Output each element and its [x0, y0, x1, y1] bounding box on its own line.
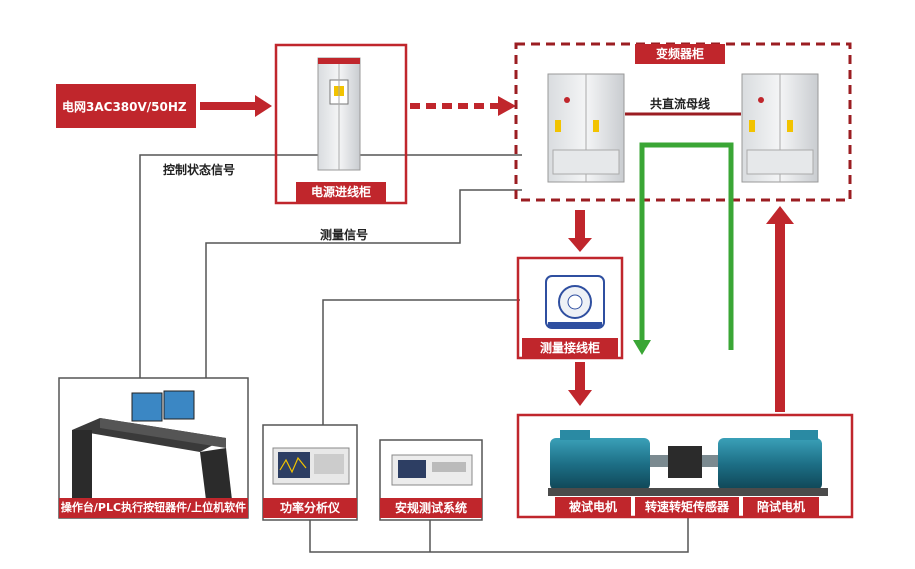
dut-motor-label: 被试电机 — [555, 497, 631, 517]
power-analyzer-label: 功率分析仪 — [263, 498, 357, 518]
console-icon — [72, 390, 232, 500]
measure-cabinet-block — [516, 256, 624, 360]
motor-block — [516, 413, 854, 519]
vfd-icon-2 — [741, 73, 819, 183]
console-block — [58, 377, 249, 519]
signal-wires — [139, 154, 689, 553]
power-to-vfd-arrow — [410, 96, 516, 116]
power-cabinet-label: 电源进线柜 — [296, 182, 386, 202]
vfd-to-measure-arrow — [568, 210, 592, 252]
console-label: 操作台/PLC执行按钮器件/上位机软件 — [59, 498, 248, 518]
current-sensor-icon — [545, 275, 605, 329]
load-motor-label: 陪试电机 — [743, 497, 819, 517]
vfd-cabinet-label: 变频器柜 — [635, 44, 725, 64]
dc-bus-label: 共直流母线 — [650, 97, 711, 111]
cabinet-icon — [317, 57, 361, 171]
grid-input-label: 电网3AC380V/50HZ — [62, 100, 187, 114]
green-loop — [633, 142, 734, 355]
grid-input-block — [56, 84, 272, 128]
safety-tester-block — [379, 439, 483, 521]
measure-signal-label: 测量信号 — [320, 228, 369, 242]
measure-cabinet-label: 测量接线柜 — [522, 338, 618, 358]
control-signal-label: 控制状态信号 — [163, 163, 236, 177]
torque-sensor-label: 转速转矩传感器 — [635, 497, 739, 517]
power-cabinet-block — [274, 43, 408, 205]
power-analyzer-block — [262, 424, 358, 521]
analyzer-icon — [272, 447, 350, 485]
grid-arrow — [200, 95, 272, 117]
measure-to-motor-arrow — [568, 362, 592, 406]
motor-icon — [548, 430, 828, 496]
vfd-cabinet-block — [514, 42, 852, 202]
motor-to-vfd-arrow — [766, 206, 794, 412]
safety-tester-label: 安规测试系统 — [380, 498, 482, 518]
vfd-icon — [547, 73, 625, 183]
tester-icon — [391, 454, 473, 486]
